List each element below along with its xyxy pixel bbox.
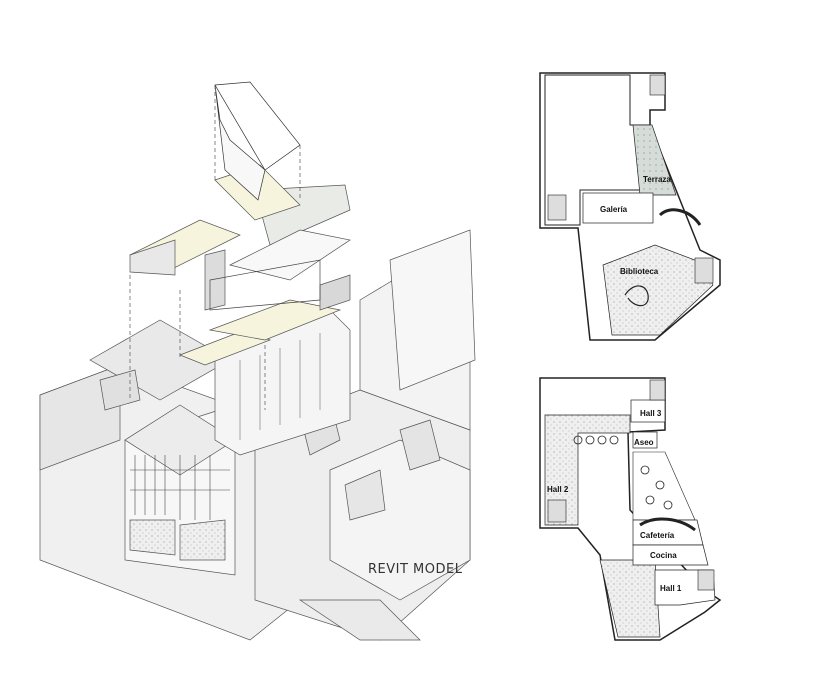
stair-icon: [649, 379, 666, 401]
exploded-floors: [129, 164, 351, 366]
upper-floor-plan: [539, 72, 721, 341]
central-building: [124, 404, 236, 576]
room-label-aseo: Aseo: [634, 438, 654, 447]
room-label-cocina: Cocina: [650, 551, 677, 560]
library-area: [602, 244, 714, 336]
stair-icon: [649, 74, 666, 96]
axonometric-model: [39, 81, 476, 641]
model-label: REVIT MODEL: [368, 562, 463, 577]
stair-icon: [697, 569, 715, 591]
seating-icon: [624, 285, 649, 307]
stair-icon: [547, 194, 567, 221]
curved-bench-icon: [658, 208, 702, 226]
room-label-cafeteria: Cafetería: [640, 531, 675, 540]
kitchen-box: [632, 544, 709, 566]
gallery-box: [582, 192, 654, 224]
projection-lines: [129, 85, 301, 410]
curved-bench-icon: [639, 517, 696, 532]
stair-icon: [547, 499, 567, 523]
room-label-hall-2: Hall 2: [547, 485, 569, 494]
room-label-hall-1: Hall 1: [660, 584, 682, 593]
room-label-terraza: Terraza: [643, 175, 671, 184]
lower-floor-plan: [539, 377, 722, 641]
room-label-hall-3: Hall 3: [640, 409, 662, 418]
outdoor-area: [599, 559, 661, 638]
room-label-biblioteca: Biblioteca: [620, 267, 659, 276]
top-volume: [214, 81, 301, 201]
stair-icon: [694, 257, 714, 284]
room-label-galeria: Galería: [600, 205, 628, 214]
cafe-tables: [573, 435, 673, 510]
hall-3-box: [630, 399, 666, 423]
toilet-box: [632, 431, 658, 449]
hall-2-area: [544, 414, 631, 526]
terrace-area: [632, 124, 677, 196]
